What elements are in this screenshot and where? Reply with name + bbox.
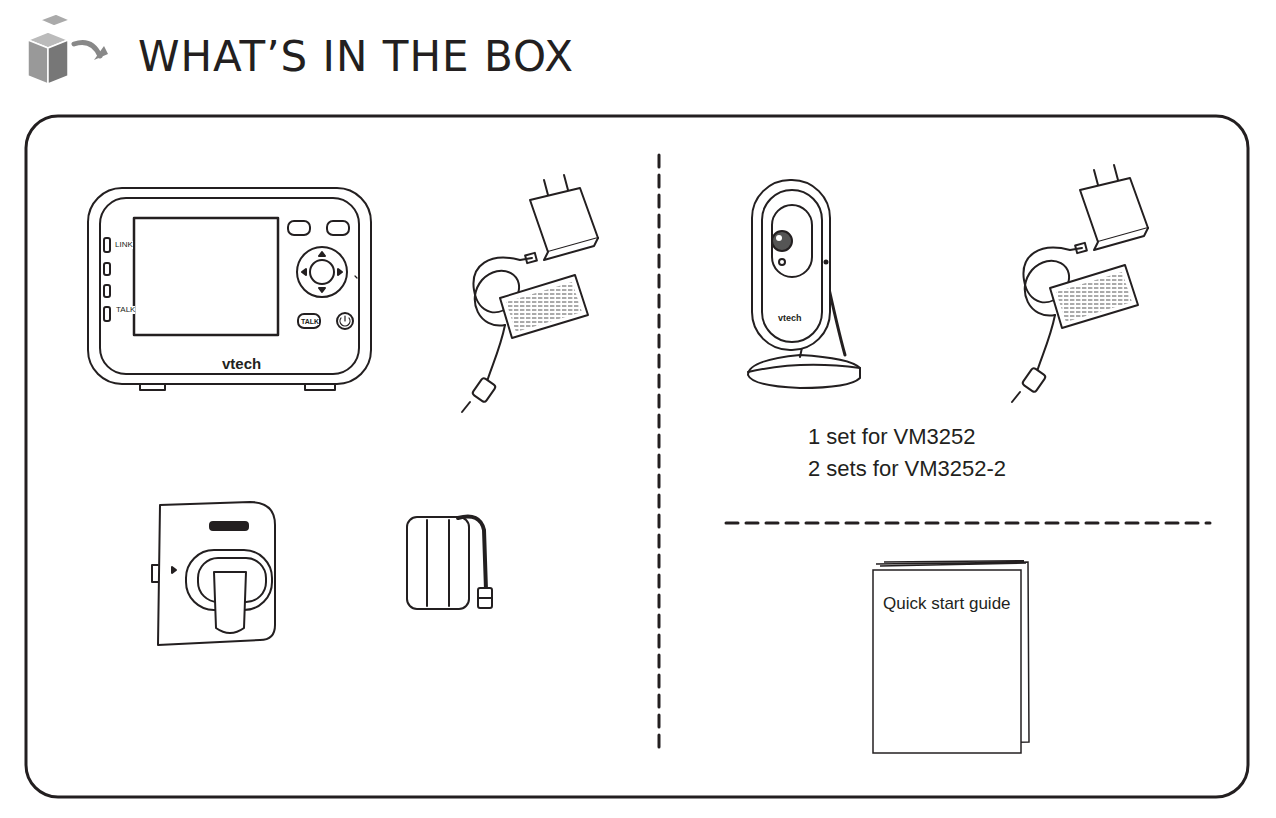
button-label: TALK xyxy=(116,306,135,314)
set-count-note: 1 set for VM3252 xyxy=(808,426,976,448)
divider xyxy=(726,522,1210,525)
brand-logo: vtech xyxy=(778,314,802,323)
box-icon xyxy=(28,14,108,84)
divider xyxy=(658,155,661,752)
battery-pack xyxy=(407,517,492,610)
power-adapter xyxy=(462,175,598,412)
brand-logo: vtech xyxy=(222,356,261,371)
parent-unit xyxy=(88,188,371,390)
booklet-outline xyxy=(872,560,1030,754)
belt-clip xyxy=(152,502,275,645)
page-title: WHAT’S IN THE BOX xyxy=(138,36,574,78)
button-label: TALK xyxy=(301,318,319,325)
button-label: LINK xyxy=(115,241,133,249)
set-count-note: 2 sets for VM3252-2 xyxy=(808,458,1006,480)
baby-unit-camera xyxy=(748,180,860,388)
quick-start-booklet: Quick start guide xyxy=(872,560,1030,754)
power-adapter xyxy=(1012,165,1148,402)
booklet-title: Quick start guide xyxy=(872,560,1030,614)
content-frame xyxy=(26,116,1248,797)
